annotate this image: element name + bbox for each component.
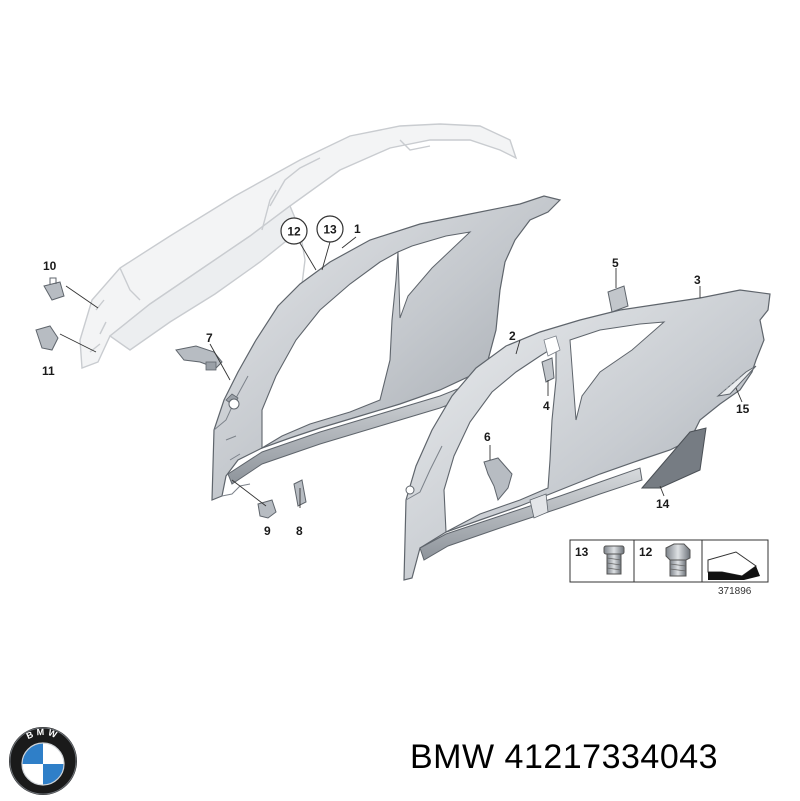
callout-14: 14 bbox=[656, 497, 670, 511]
inner-body-frame bbox=[79, 123, 518, 369]
callout-12-circle bbox=[280, 217, 308, 245]
part-caption: BMW 41217334043 bbox=[410, 738, 718, 777]
callout-13-circle bbox=[316, 215, 344, 243]
callout-15: 15 bbox=[736, 402, 750, 416]
reference-number: 371896 bbox=[718, 586, 752, 597]
bracket-9 bbox=[257, 499, 277, 519]
panel-section-icon bbox=[707, 551, 760, 580]
reinforcement-7 bbox=[175, 345, 223, 371]
callout-5: 5 bbox=[612, 256, 619, 270]
svg-text:BMW: BMW bbox=[25, 727, 61, 741]
leader-lines bbox=[59, 236, 743, 508]
callout-9: 9 bbox=[264, 524, 271, 538]
bmw-logo: BMW bbox=[4, 726, 82, 796]
strip-15 bbox=[716, 365, 757, 397]
caption-part-number: 41217334043 bbox=[504, 738, 719, 776]
callout-7: 7 bbox=[206, 331, 213, 345]
callout-6: 6 bbox=[484, 430, 491, 444]
callout-10: 10 bbox=[43, 259, 57, 273]
bracket-6 bbox=[483, 457, 513, 502]
fastener-legend: 13 12 bbox=[569, 539, 769, 583]
callout-1: 1 bbox=[354, 222, 361, 236]
callout-8: 8 bbox=[296, 524, 303, 538]
bracket-4 bbox=[541, 357, 555, 383]
legend-label-13: 13 bbox=[575, 545, 589, 559]
side-frame-right bbox=[403, 289, 771, 581]
bracket-5 bbox=[607, 285, 629, 313]
bracket-11 bbox=[35, 325, 59, 351]
callout-labels: 1 2 3 4 5 6 7 8 9 10 11 14 15 12 13 bbox=[42, 215, 750, 538]
side-frame-left bbox=[211, 195, 562, 501]
callout-2: 2 bbox=[509, 329, 516, 343]
callout-13: 13 bbox=[323, 223, 337, 237]
callout-3: 3 bbox=[694, 273, 701, 287]
legend-label-12: 12 bbox=[639, 545, 653, 559]
nut-12-icon bbox=[665, 543, 691, 577]
logo-letters: BMW bbox=[25, 727, 58, 741]
callout-4: 4 bbox=[543, 399, 550, 413]
callout-12: 12 bbox=[287, 225, 301, 239]
screw-13-icon bbox=[603, 545, 625, 575]
bracket-10 bbox=[43, 277, 65, 301]
callout-11: 11 bbox=[42, 364, 55, 378]
panel-14 bbox=[640, 427, 707, 489]
caption-brand: BMW bbox=[410, 738, 495, 776]
